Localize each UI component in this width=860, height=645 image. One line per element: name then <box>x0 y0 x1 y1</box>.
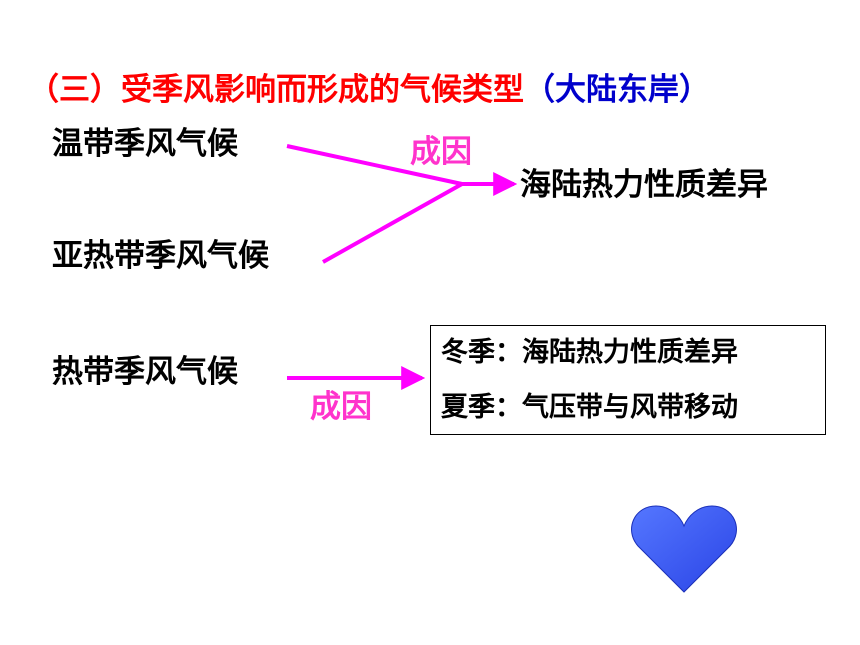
heart-icon[interactable] <box>628 500 740 600</box>
result-land-sea-thermal-difference: 海陆热力性质差异 <box>520 167 768 203</box>
winter-cause: 冬季：海陆热力性质差异 <box>441 337 738 368</box>
tropical-cause-box: 冬季：海陆热力性质差异 夏季：气压带与风带移动 <box>430 325 826 435</box>
arrow-from-temperate <box>286 144 463 186</box>
cause-label-lower: 成因 <box>310 389 372 425</box>
tropical-monsoon-climate-label: 热带季风气候 <box>52 354 238 390</box>
slide-title: （三）受季风影响而形成的气候类型（大陆东岸） <box>28 68 710 112</box>
subtropical-monsoon-climate-label: 亚热带季风气候 <box>52 238 269 274</box>
temperate-monsoon-climate-label: 温带季风气候 <box>52 126 238 162</box>
title-main: （三）受季风影响而形成的气候类型 <box>28 72 524 108</box>
arrow-from-subtropical <box>322 182 463 264</box>
title-subtitle: （大陆东岸） <box>524 72 710 108</box>
cause-label-upper: 成因 <box>410 134 472 170</box>
summer-cause: 夏季：气压带与风带移动 <box>441 392 738 423</box>
